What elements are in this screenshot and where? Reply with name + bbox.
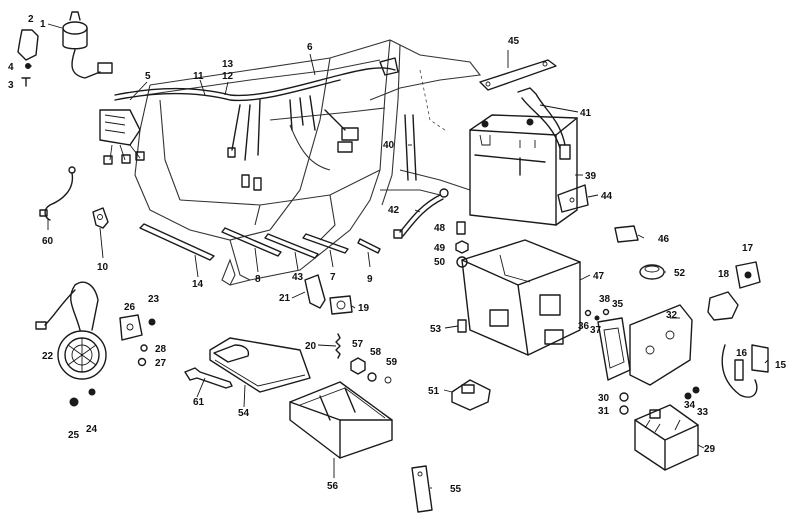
callout-6: 6 <box>307 42 313 53</box>
callout-23: 23 <box>148 294 160 305</box>
rubber-mount <box>707 291 739 321</box>
callout-8: 8 <box>255 274 261 285</box>
motorcycle-frame <box>134 39 482 286</box>
callout-9: 9 <box>367 274 373 285</box>
tool-tray <box>289 381 393 459</box>
callout-39: 39 <box>585 171 597 182</box>
callout-51: 51 <box>428 386 440 397</box>
callout-54: 54 <box>238 408 250 419</box>
callout-56: 56 <box>327 481 339 492</box>
callout-35: 35 <box>612 299 624 310</box>
bracket <box>92 207 109 229</box>
callout-7: 7 <box>330 272 336 283</box>
voltage-regulator <box>634 404 699 471</box>
callout-43: 43 <box>292 272 304 283</box>
callout-17: 17 <box>742 243 754 254</box>
callout-21: 21 <box>279 293 291 304</box>
callout-15: 15 <box>775 360 787 371</box>
callout-2: 2 <box>28 14 34 25</box>
rubber-pad <box>614 225 639 243</box>
callout-5: 5 <box>145 71 151 82</box>
callout-52: 52 <box>674 268 686 279</box>
battery <box>469 114 578 226</box>
regulator-fasteners <box>619 386 700 415</box>
callout-47: 47 <box>593 271 605 282</box>
callout-42: 42 <box>388 205 400 216</box>
battery-bracket <box>557 184 589 213</box>
callout-60: 60 <box>42 236 54 247</box>
battery-ground-cable <box>393 188 449 239</box>
callout-29: 29 <box>704 444 716 455</box>
switch-cover <box>17 29 39 87</box>
callout-36: 36 <box>578 321 590 332</box>
wire-harness <box>99 57 399 191</box>
callout-11: 11 <box>193 71 204 82</box>
callout-40: 40 <box>383 140 395 151</box>
stop-switch-bracket <box>304 274 353 315</box>
wrench <box>184 367 233 389</box>
case-fasteners <box>455 221 469 333</box>
callout-19: 19 <box>358 303 370 314</box>
callout-1: 1 <box>40 19 46 30</box>
callout-50: 50 <box>434 257 446 268</box>
callout-34: 34 <box>684 400 696 411</box>
ignition-switch <box>62 11 113 79</box>
callout-55: 55 <box>450 484 462 495</box>
callout-48: 48 <box>434 223 446 234</box>
callout-59: 59 <box>386 357 398 368</box>
callout-57: 57 <box>352 339 364 350</box>
horn <box>35 281 107 380</box>
callout-10: 10 <box>97 262 109 273</box>
callout-27: 27 <box>155 358 167 369</box>
callout-44: 44 <box>601 191 613 202</box>
callout-20: 20 <box>305 341 317 352</box>
callout-13: 13 <box>222 59 234 70</box>
callout-45: 45 <box>508 36 520 47</box>
regulator-bracket <box>597 304 693 386</box>
callout-30: 30 <box>598 393 610 404</box>
callout-46: 46 <box>658 234 670 245</box>
callout-22: 22 <box>42 351 54 362</box>
battery-strap-lower <box>411 465 433 513</box>
callout-12: 12 <box>222 71 234 82</box>
callout-32: 32 <box>666 310 678 321</box>
callout-16: 16 <box>736 348 748 359</box>
battery-strap <box>479 59 557 91</box>
tool-bag <box>209 337 311 393</box>
callout-31: 31 <box>598 406 610 417</box>
spring <box>335 333 341 359</box>
callout-labels: 1 2 3 4 5 6 7 8 9 10 11 12 13 14 15 16 1… <box>8 14 787 495</box>
cable-clamp <box>451 379 491 411</box>
ground-wire <box>39 166 76 221</box>
callout-33: 33 <box>697 407 709 418</box>
bracket-screws <box>584 308 610 321</box>
battery-case <box>461 239 581 356</box>
callout-37: 37 <box>590 325 602 336</box>
callout-61: 61 <box>193 397 205 408</box>
callout-41: 41 <box>580 108 592 119</box>
callout-49: 49 <box>434 243 446 254</box>
callout-18: 18 <box>718 269 730 280</box>
callout-53: 53 <box>430 324 442 335</box>
callout-4: 4 <box>8 62 14 73</box>
battery-positive-cable <box>517 87 571 160</box>
callout-28: 28 <box>155 344 167 355</box>
leader-lines <box>26 23 769 489</box>
callout-24: 24 <box>86 424 98 435</box>
nuts <box>350 357 392 384</box>
breather-tube <box>404 69 446 181</box>
hardware-bolts <box>69 314 156 407</box>
callout-58: 58 <box>370 347 382 358</box>
callout-25: 25 <box>68 430 80 441</box>
cable-straps <box>139 223 381 261</box>
callout-26: 26 <box>124 302 136 313</box>
callout-14: 14 <box>192 279 204 290</box>
callout-3: 3 <box>8 80 14 91</box>
grommet <box>639 264 665 280</box>
callout-38: 38 <box>599 294 611 305</box>
relay <box>735 261 761 289</box>
fuse-holder <box>721 344 769 398</box>
